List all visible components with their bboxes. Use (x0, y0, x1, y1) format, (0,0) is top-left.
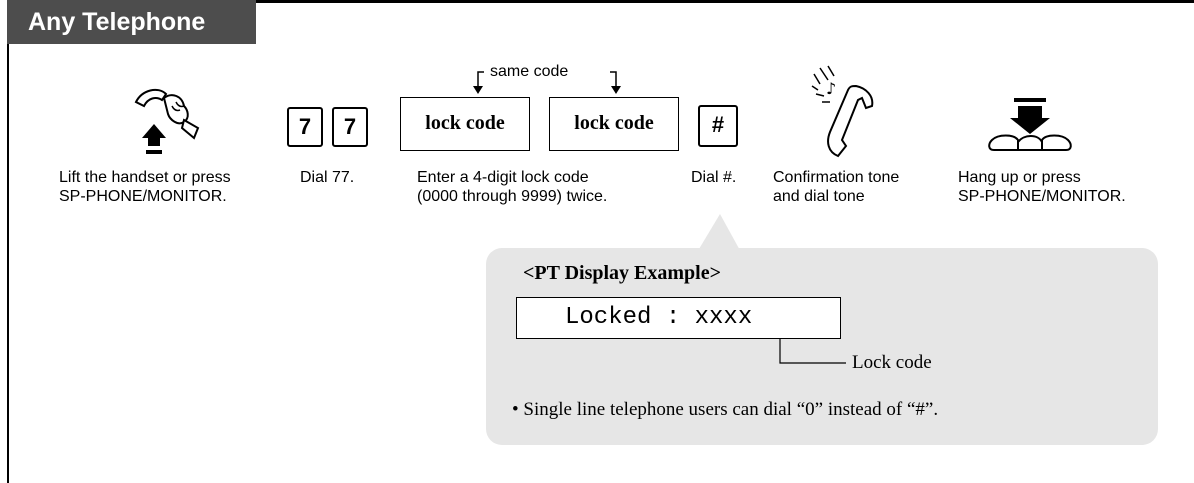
lcd-display: Locked : xxxx (516, 297, 841, 339)
single-line-note: • Single line telephone users can dial “… (512, 399, 939, 420)
lock-code-caption-line2: (0000 through 9999) twice. (417, 188, 608, 205)
handset-lift-icon (134, 88, 200, 154)
display-example-panel (486, 248, 1158, 445)
tone-caption-line1: Confirmation tone (773, 169, 900, 186)
ringing-handset-icon: ♪ (811, 65, 874, 158)
lift-caption-line2: SP-PHONE/MONITOR. (59, 188, 227, 205)
lift-caption-line1: Lift the handset or press (59, 169, 231, 186)
key-7-first: 7 (287, 107, 323, 147)
display-example-title: <PT Display Example> (523, 262, 722, 284)
same-code-label: same code (490, 63, 569, 80)
hangup-caption-line2: SP-PHONE/MONITOR. (958, 188, 1126, 205)
lock-code-leader-line (779, 339, 846, 364)
frame-left-border (7, 0, 9, 483)
hangup-caption-line1: Hang up or press (958, 169, 1081, 186)
dial77-caption: Dial 77. (300, 169, 355, 186)
key-7-second: 7 (332, 107, 368, 147)
lock-code-caption-line1: Enter a 4-digit lock code (417, 169, 589, 186)
lock-code-box-2: lock code (549, 97, 679, 151)
frame-top-border (7, 0, 1194, 3)
lock-code-label: Lock code (852, 352, 932, 373)
key-hash: # (698, 105, 738, 147)
dial-hash-caption: Dial #. (691, 169, 737, 186)
lock-code-box-1: lock code (400, 97, 530, 151)
section-title: Any Telephone (7, 0, 256, 44)
callout-pointer (696, 214, 742, 254)
tone-caption-line2: and dial tone (773, 188, 865, 205)
svg-text:♪: ♪ (826, 79, 836, 98)
handset-hangup-icon (988, 98, 1072, 151)
same-code-bracket (473, 71, 621, 94)
